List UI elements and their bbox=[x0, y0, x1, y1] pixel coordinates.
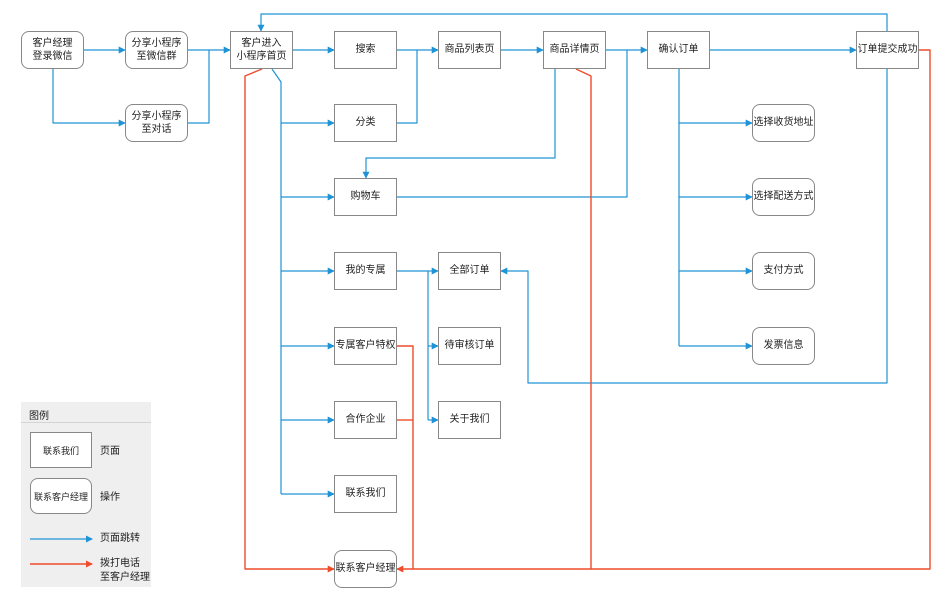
node-exclusive-privilege: 专属客户特权 bbox=[334, 327, 397, 365]
node-label: 分享小程序 至微信群 bbox=[131, 37, 182, 63]
node-category: 分类 bbox=[334, 104, 397, 142]
node-label: 客户经理 登录微信 bbox=[32, 37, 73, 63]
edge-home-trunk bbox=[271, 68, 282, 494]
legend-page-sample: 联系我们 bbox=[30, 432, 92, 468]
node-label: 合作企业 bbox=[345, 414, 386, 426]
node-label: 我的专属 bbox=[345, 265, 386, 277]
node-label: 专属客户特权 bbox=[335, 340, 396, 352]
node-label: 订单提交成功 bbox=[857, 44, 918, 56]
node-contact-us: 联系我们 bbox=[334, 475, 397, 513]
node-select-address: 选择收货地址 bbox=[752, 104, 815, 142]
legend-jump-line bbox=[30, 535, 93, 543]
node-product-detail: 商品详情页 bbox=[543, 31, 606, 69]
legend-call-label: 拨打电话 至客户经理 bbox=[100, 558, 150, 583]
node-label: 商品列表页 bbox=[444, 44, 495, 56]
legend-jump-label: 页面跳转 bbox=[100, 533, 140, 544]
legend-call-line bbox=[30, 560, 93, 568]
node-contact-manager: 联系客户经理 bbox=[334, 550, 397, 588]
edge-cart-to-confirm bbox=[397, 50, 628, 198]
node-label: 分类 bbox=[355, 117, 376, 129]
legend-title: 图例 bbox=[29, 411, 49, 422]
node-label: 联系我们 bbox=[345, 488, 386, 500]
node-label: 商品详情页 bbox=[549, 44, 600, 56]
node-my-exclusive: 我的专属 bbox=[334, 252, 397, 290]
legend-divider bbox=[21, 422, 151, 423]
legend-op-sample: 联系客户经理 bbox=[30, 478, 92, 514]
node-about-us: 关于我们 bbox=[438, 401, 501, 439]
legend-op-label: 操作 bbox=[100, 492, 120, 503]
edge-share-chat-to-home bbox=[188, 50, 210, 124]
node-label: 发票信息 bbox=[763, 340, 804, 352]
legend-panel: 图例 联系我们 页面 联系客户经理 操作 页面跳转 拨打电话 至客户经理 bbox=[21, 402, 151, 587]
node-product-list: 商品列表页 bbox=[438, 31, 501, 69]
node-pending-orders: 待审核订单 bbox=[438, 327, 501, 365]
edge-success-to-home bbox=[257, 13, 888, 32]
node-label: 客户进入 小程序首页 bbox=[236, 37, 287, 63]
node-label: 待审核订单 bbox=[444, 340, 495, 352]
node-invoice-info: 发票信息 bbox=[752, 327, 815, 365]
node-label: 确认订单 bbox=[658, 44, 699, 56]
edge-detail-to-cart bbox=[362, 69, 556, 179]
edge-red-privilege-to-manager bbox=[397, 345, 414, 569]
node-label: 搜索 bbox=[355, 44, 376, 56]
node-label: 联系客户经理 bbox=[335, 563, 396, 575]
node-label: 关于我们 bbox=[449, 414, 490, 426]
edge-red-home-to-manager bbox=[244, 68, 335, 573]
node-share-group: 分享小程序 至微信群 bbox=[125, 31, 188, 69]
node-label: 购物车 bbox=[350, 191, 381, 203]
edge-category-to-list bbox=[397, 50, 418, 124]
node-confirm-order: 确认订单 bbox=[647, 31, 710, 69]
node-search: 搜索 bbox=[334, 31, 397, 69]
edge-success-to-all-orders bbox=[500, 69, 888, 384]
node-cart: 购物车 bbox=[334, 178, 397, 216]
edge-red-success-to-manager bbox=[591, 49, 931, 570]
node-label: 选择配送方式 bbox=[753, 191, 814, 203]
node-label: 全部订单 bbox=[449, 265, 490, 277]
node-select-delivery: 选择配送方式 bbox=[752, 178, 815, 216]
node-payment-method: 支付方式 bbox=[752, 252, 815, 290]
node-label: 选择收货地址 bbox=[753, 117, 814, 129]
edge-login-to-share-chat bbox=[52, 69, 126, 127]
node-cm-login: 客户经理 登录微信 bbox=[21, 31, 84, 69]
node-share-chat: 分享小程序 至对话 bbox=[125, 104, 188, 142]
edge-red-detail-to-manager bbox=[396, 68, 592, 573]
node-all-orders: 全部订单 bbox=[438, 252, 501, 290]
legend-page-label: 页面 bbox=[100, 446, 120, 457]
node-label: 分享小程序 至对话 bbox=[131, 110, 182, 136]
node-label: 支付方式 bbox=[763, 265, 804, 277]
node-home: 客户进入 小程序首页 bbox=[230, 31, 293, 69]
node-order-success: 订单提交成功 bbox=[856, 31, 919, 69]
node-partner-company: 合作企业 bbox=[334, 401, 397, 439]
